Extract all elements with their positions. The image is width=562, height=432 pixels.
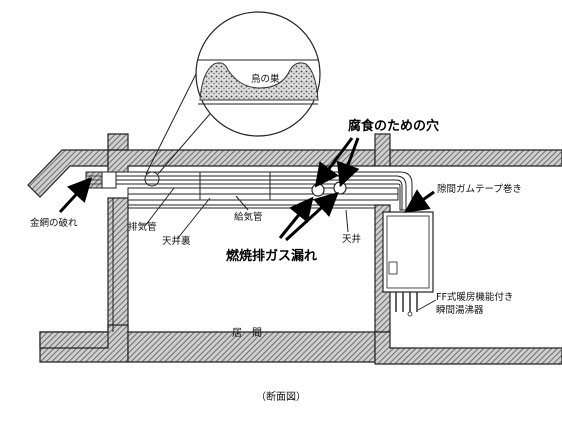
- label-gap-tape: 隙間ガムテープ巻き: [437, 183, 522, 195]
- label-corrosion-holes: 腐食のための穴: [348, 118, 439, 134]
- exhaust-pipe: [116, 175, 407, 210]
- floor-slab-right: [374, 331, 562, 365]
- nest-zoom-bubble: 鳥の巣: [195, 11, 321, 137]
- lower-left-lintel: [39, 331, 109, 349]
- nest-label: 鳥の巣: [251, 73, 280, 85]
- corrosion-hole: [311, 183, 325, 197]
- label-ceiling-back: 天井裏: [162, 235, 191, 247]
- nest-location-circle: [144, 171, 160, 187]
- label-exhaust-pipe: 排気管: [128, 221, 157, 233]
- heater-body: [382, 211, 434, 293]
- vent-terminal: [85, 171, 117, 189]
- label-intake-pipe: 給気管: [234, 211, 263, 223]
- label-living-room: 居 間: [232, 327, 262, 339]
- arrow-corrosion-right: [336, 137, 360, 188]
- arrow-leak-left: [278, 196, 314, 239]
- arrow-leak-right: [284, 191, 339, 242]
- corrosion-hole: [333, 181, 347, 195]
- upper-slab-left: [107, 133, 129, 151]
- label-mesh-broken: 金網の破れ: [30, 217, 78, 229]
- caption: （断面図）: [256, 390, 306, 403]
- pipes: [115, 171, 413, 211]
- label-heater-line2: 瞬間湯沸器: [436, 304, 484, 316]
- center-column-top: [374, 133, 391, 167]
- label-heater-line1: FF式暖房機能付き: [436, 291, 513, 303]
- heater-panel: [388, 261, 398, 275]
- water-heater: [382, 211, 434, 317]
- arrow-gap-tape: [404, 189, 435, 213]
- label-exhaust-leak: 燃焼排ガス漏れ: [226, 248, 317, 264]
- bird-nest: [199, 62, 319, 101]
- arrow-corrosion-left: [314, 137, 354, 188]
- left-wall: [107, 197, 129, 333]
- upper-slab-right: [389, 149, 562, 167]
- label-ceiling: 天井: [342, 233, 361, 245]
- arrow-mesh-broken: [58, 177, 93, 214]
